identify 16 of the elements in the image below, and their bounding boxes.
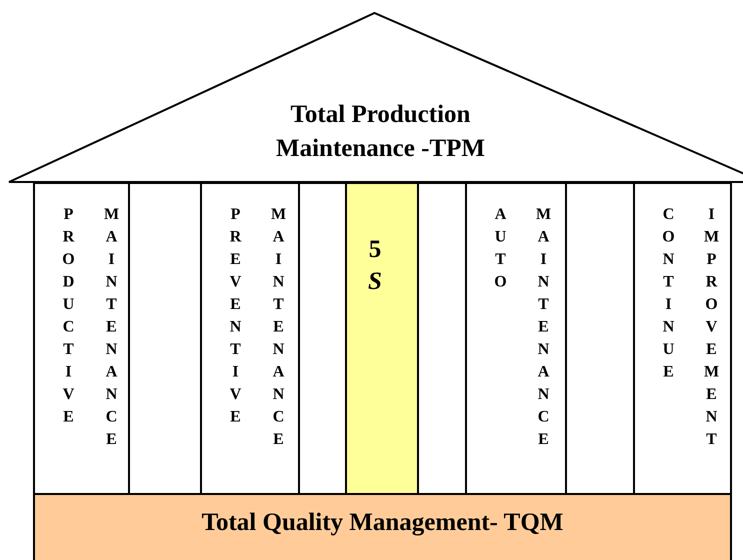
foundation-bar xyxy=(33,493,732,560)
vertical-word: MAINTENANCE xyxy=(102,206,120,454)
roof-triangle xyxy=(8,12,743,184)
pillar xyxy=(345,182,419,495)
vertical-word: PRODUCTIVE xyxy=(59,206,77,431)
vertical-word: MAINTENANCE xyxy=(534,206,552,454)
vertical-word: MAINTENANCE xyxy=(269,206,287,454)
vertical-word: CONTINUE xyxy=(659,206,677,386)
vertical-word: AUTO xyxy=(491,206,509,296)
roof-title: Total Production Maintenance -TPM xyxy=(275,100,486,164)
pillar xyxy=(33,182,130,495)
pillar-label: 5 S xyxy=(367,235,383,297)
vertical-word: IMPROVEMENT xyxy=(702,206,720,454)
pillar xyxy=(633,182,732,495)
vertical-word: PREVENTIVE xyxy=(226,206,244,431)
foundation-label: Total Quality Management- TQM xyxy=(200,508,564,538)
